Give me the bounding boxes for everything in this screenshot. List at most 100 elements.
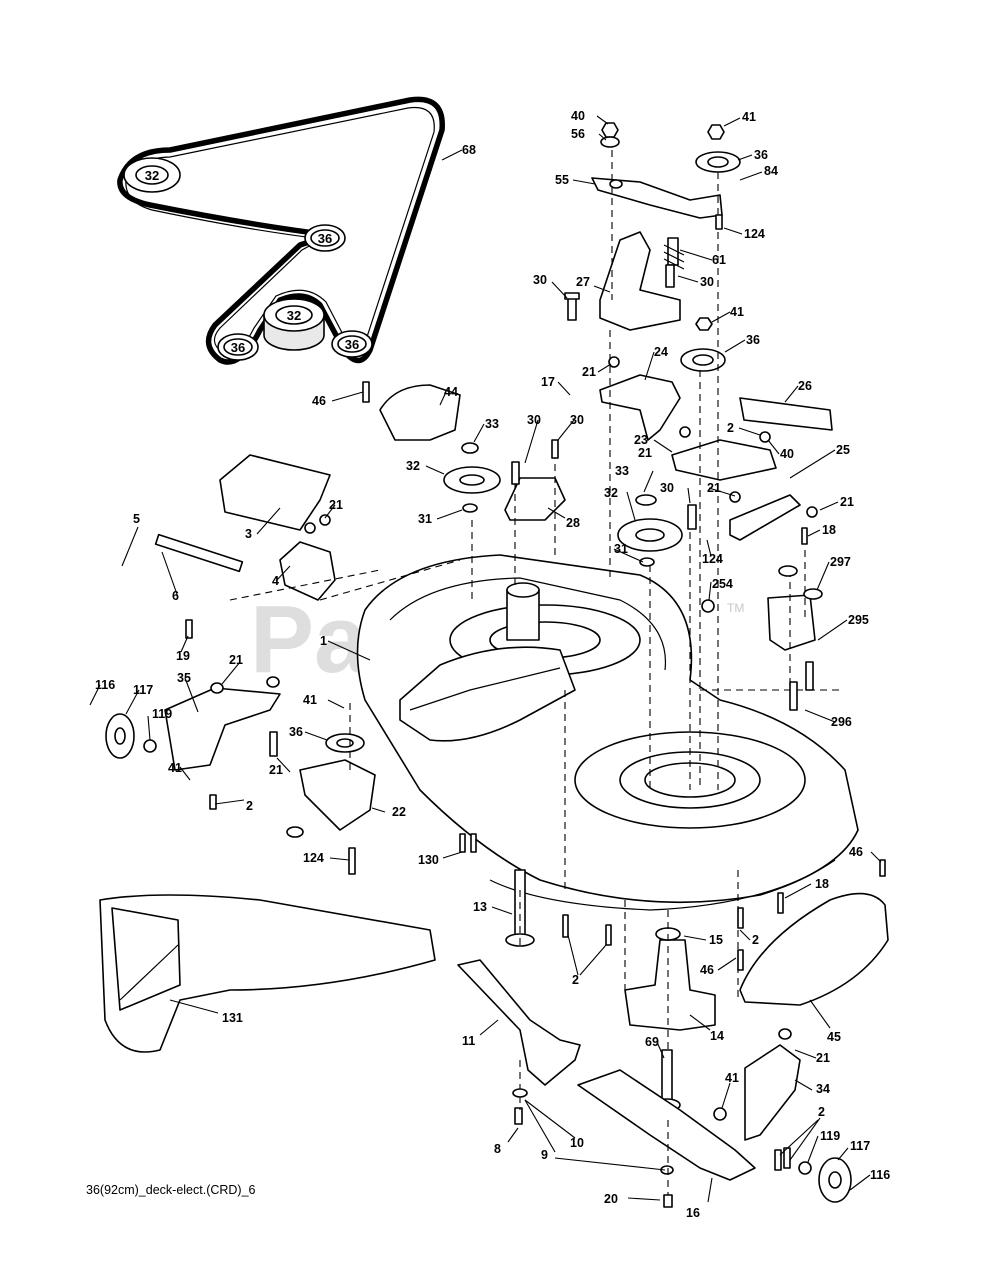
svg-text:36: 36 [318,231,332,246]
idler-arm-assembly [564,122,833,541]
right-shields [379,384,889,1006]
callout: 30 [527,413,541,427]
hardware [185,214,886,1171]
callout: 69 [645,1035,659,1049]
callout: 36 [289,725,303,739]
callout: 297 [830,555,851,569]
callout: 19 [176,649,190,663]
callout: 33 [485,417,499,431]
callout: 14 [710,1029,724,1043]
callout: 2 [246,799,253,813]
callout: 21 [816,1051,830,1065]
callout: 15 [709,933,723,947]
callout: 41 [730,305,744,319]
belt-pulley: 36 [331,330,373,358]
svg-text:32: 32 [287,308,301,323]
callout: 2 [752,933,759,947]
belt-pulley: 32 [263,298,325,351]
callout: 24 [654,345,668,359]
callout: 18 [815,877,829,891]
callout: 21 [582,365,596,379]
callout: 44 [444,385,458,399]
svg-text:36: 36 [345,337,359,352]
callout: 124 [702,552,723,566]
drawing-id-caption: 36(92cm)_deck-elect.(CRD)_6 [86,1183,256,1197]
callout: 21 [638,446,652,460]
callout: 13 [473,900,487,914]
callout: 11 [462,1034,475,1048]
svg-text:32: 32 [145,168,159,183]
callout: 6 [172,589,179,603]
callout: 30 [570,413,584,427]
callout: 16 [686,1206,700,1220]
callout: 18 [822,523,836,537]
mower-deck-housing [356,554,859,911]
callout: 119 [820,1129,840,1143]
drive-belt-assembly: 32 36 32 36 36 [117,96,445,365]
callout: 5 [133,512,140,526]
callout: 40 [780,447,794,461]
callout: 17 [541,375,555,389]
callout: 2 [727,421,734,435]
callout: 33 [615,464,629,478]
callout: 117 [133,683,153,697]
callout: 21 [840,495,854,509]
belt-pulley: 32 [123,157,181,193]
callout: 84 [764,164,778,178]
callout: 3 [245,527,252,541]
belt-pulley: 36 [304,224,346,252]
callout: 41 [168,761,182,775]
callout: 119 [152,707,172,721]
callout: 116 [95,678,115,692]
callout: 36 [746,333,760,347]
callout: 34 [816,1082,830,1096]
svg-text:36: 36 [231,340,245,355]
callout: 116 [870,1168,890,1182]
callout: 117 [850,1139,870,1153]
callout: 254 [712,577,733,591]
callout: 23 [634,433,648,447]
callout: 32 [406,459,420,473]
callout: 295 [848,613,869,627]
callout: 45 [827,1030,841,1044]
callout: 46 [700,963,714,977]
callout: 31 [614,542,628,556]
callout: 1 [320,634,327,648]
callout: 22 [392,805,406,819]
callout: 27 [576,275,590,289]
callout: 2 [818,1105,825,1119]
callout: 35 [177,671,191,685]
callout: 21 [269,763,283,777]
callout: 61 [712,253,726,267]
callout: 30 [700,275,714,289]
partstree-watermark-tm: TM [727,601,744,615]
callout: 296 [831,715,852,729]
callout: 41 [742,110,756,124]
assembly-guide-lines [229,150,840,1195]
callout: 41 [303,693,317,707]
callout: 131 [222,1011,243,1025]
belt-pulley: 36 [217,333,259,361]
callout: 21 [229,653,243,667]
callout: 46 [312,394,326,408]
callout: 124 [303,851,324,865]
callout: 20 [604,1192,618,1206]
callout: 31 [418,512,432,526]
callout: 25 [836,443,850,457]
callout: 9 [541,1148,548,1162]
callout-labels: 68 40 41 56 36 55 84 124 61 30 27 30 41 … [95,109,890,1220]
callout: 21 [329,498,343,512]
callout: 55 [555,173,569,187]
callout: 4 [272,574,279,588]
callout: 40 [571,109,585,123]
callout: 8 [494,1142,501,1156]
discharge-chute [99,894,436,1053]
callout: 124 [744,227,765,241]
callout: 130 [418,853,439,867]
callout: 68 [462,143,476,157]
callout: 2 [572,973,579,987]
callout: 41 [725,1071,739,1085]
callout: 21 [707,481,721,495]
callout: 30 [660,481,674,495]
left-brackets [105,454,376,831]
